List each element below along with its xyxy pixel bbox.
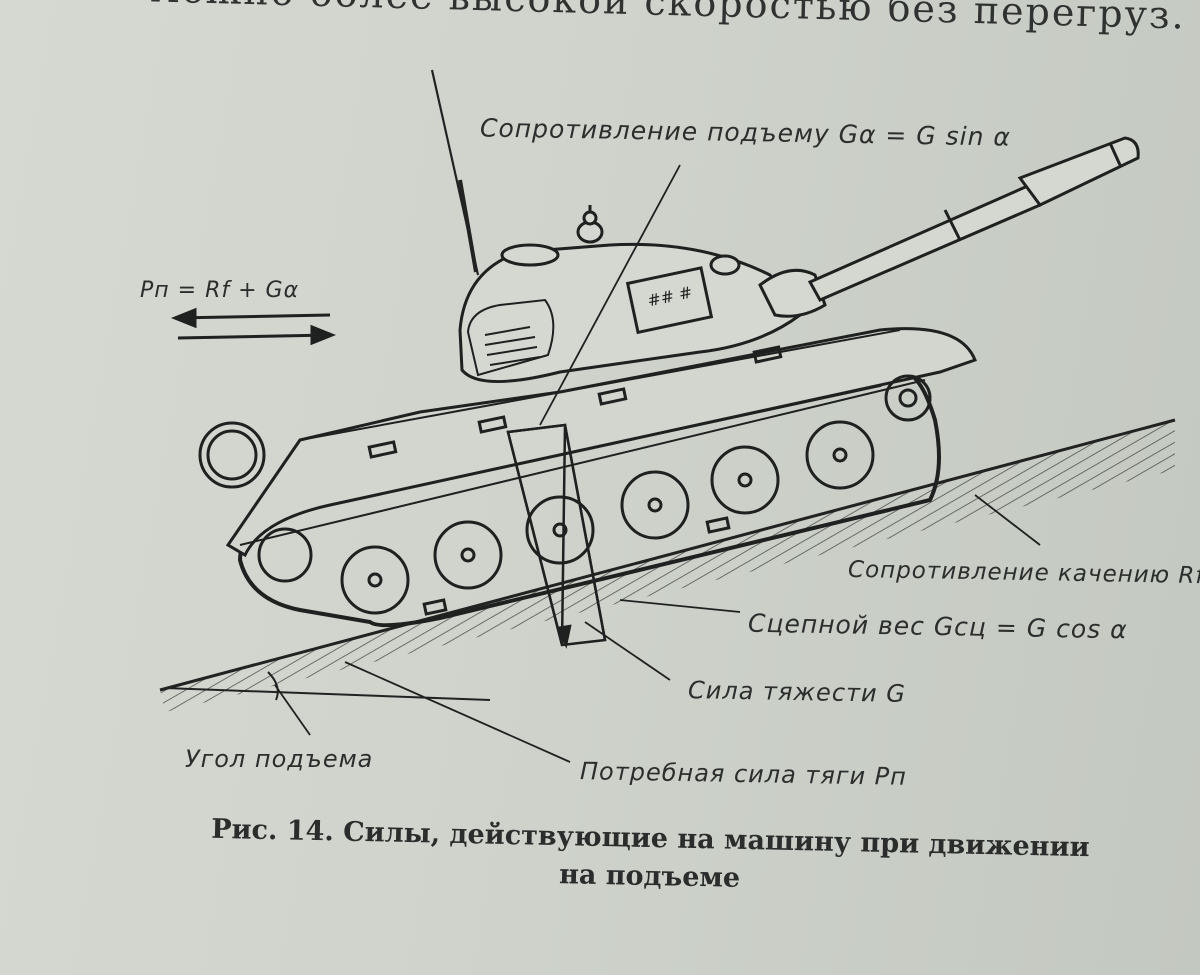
road-wheels <box>340 420 875 615</box>
traction-arrows <box>170 307 337 346</box>
angle-arc <box>267 671 279 701</box>
hull <box>225 327 977 558</box>
required-traction-label: Потребная сила тяги Pп <box>579 757 908 791</box>
tank: ## # <box>198 136 1140 628</box>
gun-barrel <box>807 183 1043 302</box>
gravity-label: Сила тяжести G <box>687 676 907 708</box>
incline-angle-label: Угол подъема <box>185 745 374 773</box>
drive-sprocket <box>884 374 932 422</box>
idler-wheel <box>257 527 313 583</box>
horizontal-reference <box>164 671 491 701</box>
fuel-drum <box>198 421 266 489</box>
incline-ground <box>159 418 1176 712</box>
force-diagram <box>506 423 607 649</box>
leader-lines <box>274 164 1041 763</box>
commander-cupola <box>500 243 560 267</box>
turret <box>458 242 803 384</box>
traction-formula-label: Pп = Rf + Gα <box>140 278 300 303</box>
gravity-arrowhead <box>556 624 572 649</box>
